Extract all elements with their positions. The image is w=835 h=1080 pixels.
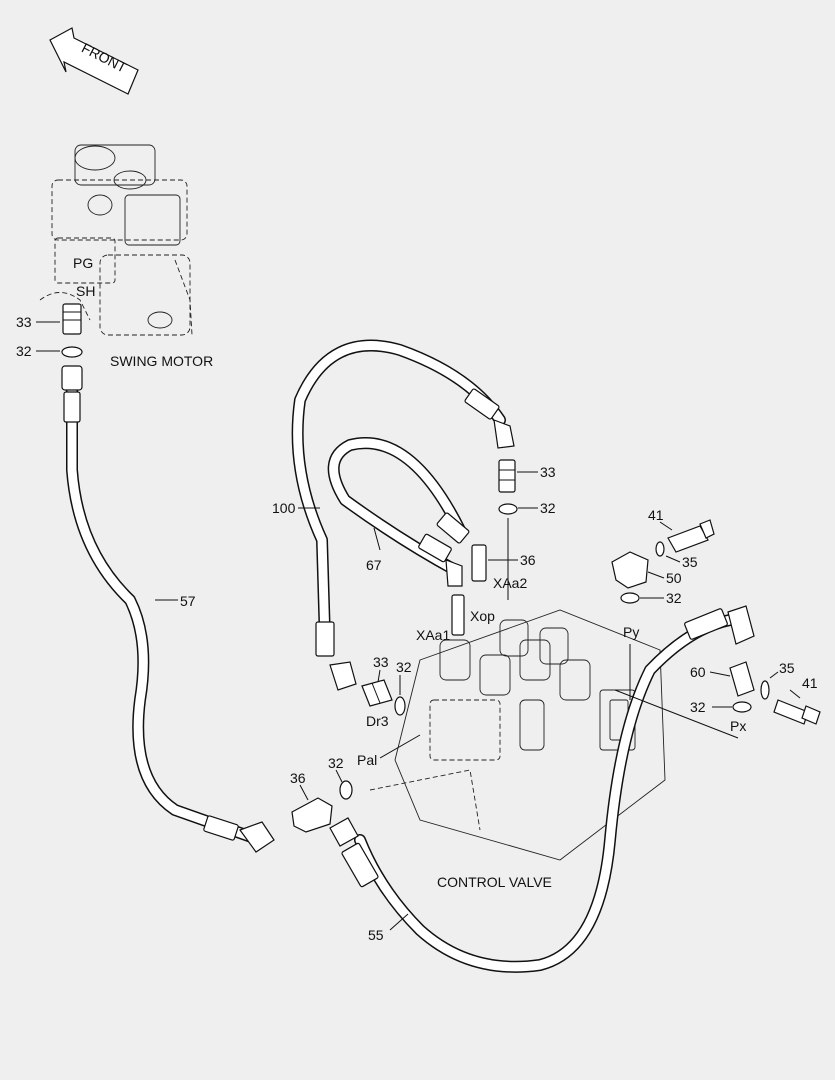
- fitting-41-top-tip: [699, 519, 715, 539]
- swing-motor-label: SWING MOTOR: [110, 353, 213, 369]
- hose-57-ferrule-top: [63, 391, 81, 423]
- callout-32-pal: 32: [328, 755, 344, 771]
- callout-41-px: 41: [802, 675, 818, 691]
- o-ring-32-dr3: [394, 696, 406, 716]
- hose-57: [66, 374, 266, 846]
- callout-32-top: 32: [540, 500, 556, 516]
- callout-57: 57: [180, 593, 196, 609]
- fitting-33-dr3: [361, 679, 393, 707]
- callout-33-top: 33: [540, 464, 556, 480]
- fitting-36-top: [471, 544, 487, 582]
- callout-41-top: 41: [648, 507, 664, 523]
- hose-67: [327, 437, 466, 576]
- o-ring-32-pal: [339, 780, 353, 800]
- hose-100-elbow-bottom: [329, 661, 357, 691]
- callout-100: 100: [272, 500, 296, 516]
- callout-32-px: 32: [690, 699, 706, 715]
- tee-fitting-60: [729, 661, 755, 697]
- hose-55-ferrule-right: [684, 608, 728, 640]
- hose-55-nut-left: [329, 817, 359, 847]
- o-ring-32-px: [732, 701, 752, 713]
- hose-100-ferrule-bottom: [315, 621, 335, 657]
- fitting-33-top: [498, 459, 516, 493]
- port-label-pg: PG: [73, 255, 93, 271]
- hose-100-ferrule-top: [464, 388, 500, 420]
- port-label-px: Px: [730, 718, 746, 734]
- callout-35-top: 35: [682, 554, 698, 570]
- hose-55-ferrule-left: [341, 842, 379, 888]
- hose-55: [354, 614, 736, 973]
- hose-67-ferrule-2: [418, 533, 452, 563]
- o-ring-35-px: [760, 680, 770, 700]
- hose-57-nut-top: [61, 365, 83, 391]
- hose-55-elbow-right: [727, 605, 755, 645]
- callout-32-py: 32: [666, 590, 682, 606]
- callout-55: 55: [368, 927, 384, 943]
- swing-motor-illustration: [39, 144, 193, 336]
- hose-100-elbow: [493, 419, 515, 449]
- front-direction-arrow: FRONT: [49, 27, 139, 95]
- o-ring-35-top: [655, 541, 665, 557]
- callout-35-px: 35: [779, 660, 795, 676]
- elbow-50: [611, 551, 649, 589]
- callout-60: 60: [690, 664, 706, 680]
- o-ring-32-py: [620, 592, 640, 604]
- port-label-sh: SH: [76, 283, 95, 299]
- fitting-33-motor: [62, 303, 82, 335]
- callout-36-top: 36: [520, 552, 536, 568]
- callout-33-motor: 33: [16, 314, 32, 330]
- callout-32-motor: 32: [16, 343, 32, 359]
- fitting-41-top: [667, 525, 709, 553]
- callout-33-dr3: 33: [373, 654, 389, 670]
- callout-32-dr3: 32: [396, 659, 412, 675]
- port-label-xop: Xop: [470, 608, 495, 624]
- port-label-xaa1: XAa1: [416, 627, 450, 643]
- hose-100: [291, 339, 506, 646]
- tee-fitting-36-pal: [291, 797, 333, 833]
- control-valve-label: CONTROL VALVE: [437, 874, 552, 890]
- port-label-py: Py: [623, 624, 639, 640]
- hose-57-ferrule-bottom: [203, 815, 239, 841]
- fitting-41-px: [773, 699, 809, 725]
- o-ring-32-top: [498, 503, 518, 515]
- hose-67-ferrule: [436, 512, 470, 544]
- hose-67-elbow: [445, 559, 463, 587]
- callout-36-pal: 36: [290, 770, 306, 786]
- hose-57-elbow: [239, 821, 275, 853]
- callout-67: 67: [366, 557, 382, 573]
- fitting-xaa1: [451, 594, 465, 636]
- o-ring-32-motor: [61, 346, 83, 358]
- fitting-41-px-tip: [801, 705, 821, 725]
- port-label-pal: Pal: [357, 752, 377, 768]
- callout-50: 50: [666, 570, 682, 586]
- port-label-xaa2: XAa2: [493, 575, 527, 591]
- port-label-dr3: Dr3: [366, 713, 389, 729]
